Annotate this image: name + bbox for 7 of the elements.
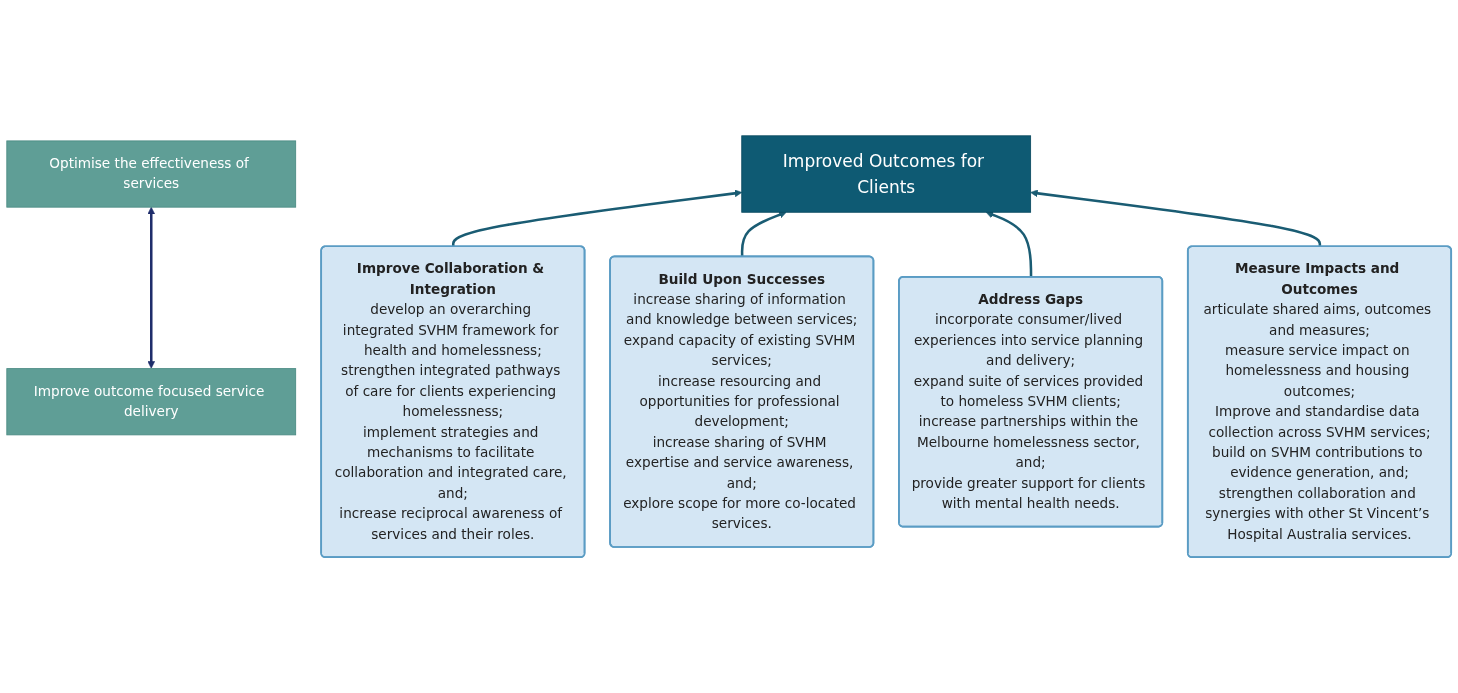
arrow (451, 189, 743, 247)
node-box: Improve outcome focused service delivery (6, 368, 297, 436)
arrow (985, 211, 1033, 278)
arrow (147, 206, 155, 369)
node-box: Improved Outcomes for Clients (741, 135, 1032, 213)
arrow (740, 211, 787, 257)
node-box: Optimise the effectiveness of services (6, 140, 297, 208)
